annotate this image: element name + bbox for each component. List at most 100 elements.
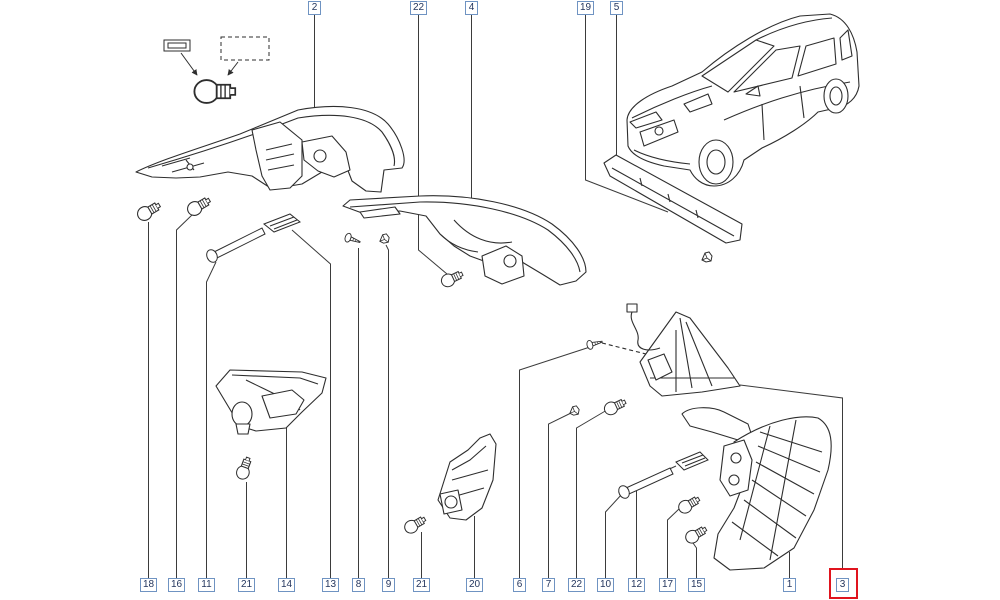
callout-14[interactable]: 14 — [278, 578, 295, 592]
callout-17[interactable]: 17 — [659, 578, 676, 592]
fog-lamp-socket — [231, 401, 253, 427]
callout-4[interactable]: 4 — [465, 1, 478, 15]
callout-1[interactable]: 1 — [783, 578, 796, 592]
leader-19 — [585, 14, 669, 213]
car-windshield — [701, 39, 775, 93]
bulb-18 — [134, 198, 164, 224]
corner-lamp-port — [503, 254, 517, 268]
bulb-icon — [193, 79, 237, 104]
callout-10[interactable]: 10 — [597, 578, 614, 592]
car-roof-line — [755, 17, 833, 41]
side-lamp-outline — [639, 311, 741, 397]
leader-13 — [291, 229, 331, 578]
leader-16 — [176, 213, 194, 578]
bulb-22-bottom — [601, 395, 629, 418]
rear-lamp-port — [313, 149, 327, 163]
clip-7 — [569, 405, 580, 416]
bolt-11 — [206, 227, 266, 263]
callout-13[interactable]: 13 — [322, 578, 339, 592]
callout-9[interactable]: 9 — [382, 578, 395, 592]
rear-lamp-fixing — [186, 163, 194, 171]
clip-9 — [379, 233, 390, 244]
bulb-17 — [675, 492, 703, 517]
arrow-icon — [180, 52, 198, 76]
strip-details — [611, 167, 735, 237]
car-bumper-line — [633, 149, 691, 165]
bolt-10 — [618, 467, 674, 499]
corner-lamp-reflector — [439, 219, 513, 253]
bulb-alt-dashed-box — [220, 36, 270, 61]
fog-lamp-window — [261, 389, 305, 419]
callout-21-left[interactable]: 21 — [238, 578, 255, 592]
bolt-10-head — [618, 485, 630, 499]
callout-15[interactable]: 15 — [688, 578, 705, 592]
clip-13-body — [263, 213, 301, 233]
main-lamp-assembly — [681, 407, 832, 571]
callout-6[interactable]: 6 — [513, 578, 526, 592]
car-illustration — [626, 13, 860, 187]
leader-15 — [692, 542, 697, 578]
car-mirror — [745, 85, 761, 97]
bolt-10-shaft — [625, 467, 674, 495]
car-side-window-front — [733, 45, 801, 93]
car-rear-quarter-window — [839, 29, 853, 61]
rear-lamp — [135, 105, 405, 193]
bulb-15 — [682, 522, 710, 547]
bulb-21-center — [401, 512, 429, 537]
corner-lamp — [342, 195, 587, 286]
clip-13-hatch — [269, 216, 298, 230]
third-brake-light-strip — [603, 154, 743, 244]
clip-12-hatch — [681, 454, 706, 467]
callout-22-top[interactable]: 22 — [410, 1, 427, 15]
arrow-icon — [227, 61, 239, 76]
leader-lines — [148, 14, 843, 578]
callout-8[interactable]: 8 — [352, 578, 365, 592]
side-lamp-connector — [626, 303, 638, 313]
callout-19[interactable]: 19 — [577, 1, 594, 15]
leader-3 — [739, 384, 843, 568]
callout-7[interactable]: 7 — [542, 578, 555, 592]
callout-3-selected[interactable]: 3 — [836, 578, 849, 592]
callout-2[interactable]: 2 — [308, 1, 321, 15]
car-logo — [654, 126, 664, 136]
rear-lamp-lens-edge — [147, 114, 396, 169]
callout-5[interactable]: 5 — [610, 1, 623, 15]
callout-22-bottom[interactable]: 22 — [568, 578, 585, 592]
leader-6 — [519, 346, 591, 578]
main-lamp-socket-cluster — [719, 439, 753, 497]
callout-11[interactable]: 11 — [198, 578, 215, 592]
clip-12-body — [675, 451, 709, 471]
reflector-port — [444, 495, 458, 509]
clip-13 — [263, 213, 301, 233]
rear-lamp-ribs — [265, 143, 295, 171]
corner-lamp-strip — [359, 206, 401, 219]
leader-22-top — [418, 14, 448, 275]
leader-11 — [206, 261, 217, 578]
callout-21-center[interactable]: 21 — [413, 578, 430, 592]
car-rear-rim — [829, 86, 843, 106]
bulb-label-box-inner — [167, 42, 187, 49]
fog-lamp — [215, 369, 327, 435]
leader-17 — [667, 507, 681, 578]
callout-20[interactable]: 20 — [466, 578, 483, 592]
side-lamp-socket — [647, 353, 673, 381]
car-headlight-left — [629, 111, 663, 129]
screw-6 — [585, 336, 604, 351]
rear-lamp-housing — [251, 121, 303, 191]
main-lamp-port-lower — [728, 474, 740, 486]
side-lamp-wiring — [630, 311, 661, 351]
clip-strip — [701, 251, 713, 263]
side-lamp-dashed-guide — [601, 342, 647, 355]
callout-16[interactable]: 16 — [168, 578, 185, 592]
callout-18[interactable]: 18 — [140, 578, 157, 592]
car-side-window-rear — [797, 37, 837, 77]
corner-lamp-lens-edge — [349, 201, 581, 273]
side-lamp — [601, 303, 741, 397]
bolt-11-head — [206, 249, 218, 263]
main-lamp-bracket — [681, 407, 753, 441]
side-lamp-stripes — [650, 317, 735, 392]
car-front-rim — [706, 149, 726, 175]
main-lamp-port-upper — [730, 452, 742, 464]
callout-12[interactable]: 12 — [628, 578, 645, 592]
